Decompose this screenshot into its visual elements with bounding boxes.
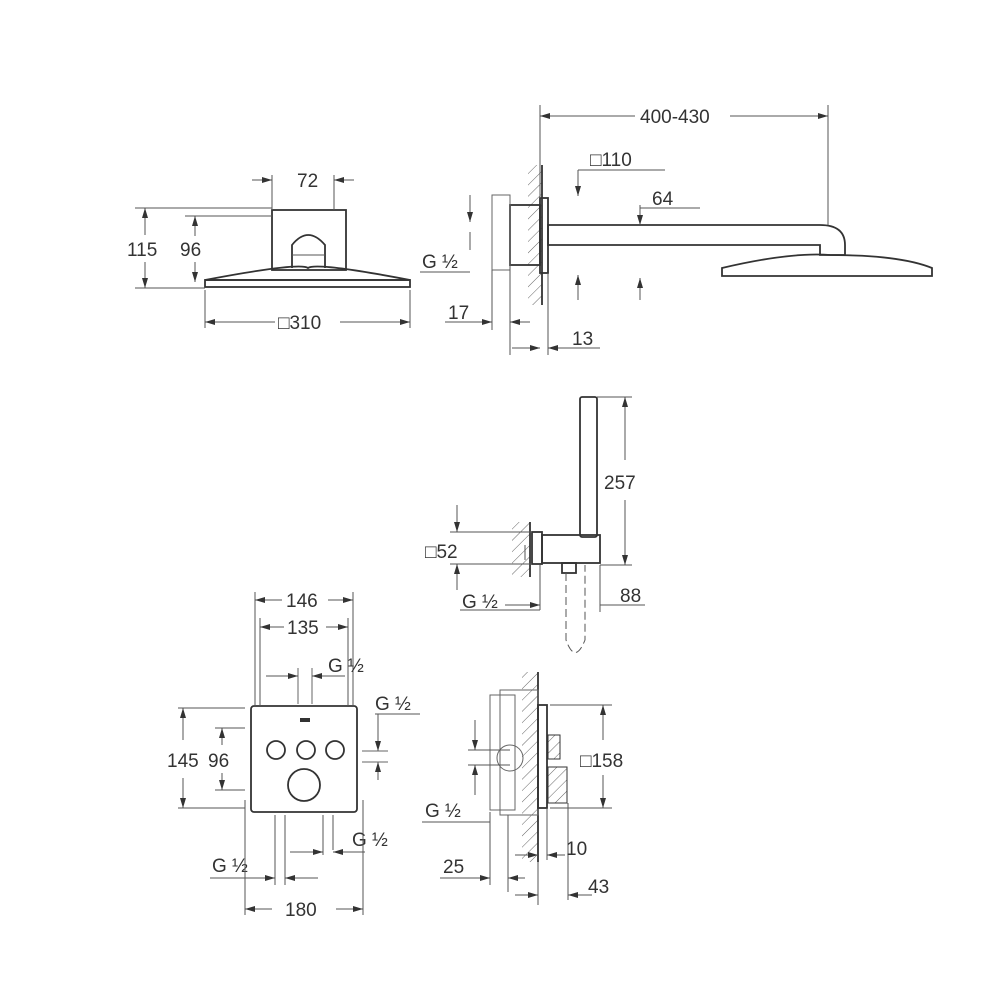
dim-180: 180 — [285, 900, 317, 921]
dim-115: 115 — [127, 240, 157, 261]
mixer-front-view: 146 135 G ½ G ½ 145 96 G ½ G ½ 180 — [167, 591, 420, 921]
dim-thread-mixer-side: G ½ — [425, 801, 461, 822]
dim-145: 145 — [167, 751, 199, 772]
dim-96-mixer: 96 — [208, 751, 229, 772]
mixer-side-view: □158 G ½ 25 10 43 — [422, 672, 623, 905]
dim-17: 17 — [448, 303, 469, 324]
dim-13: 13 — [572, 329, 593, 350]
dim-10: 10 — [566, 839, 587, 860]
dim-43: 43 — [588, 877, 609, 898]
dim-64: 64 — [652, 189, 674, 210]
head-shower-front-view: 72 115 96 □310 — [127, 171, 411, 334]
dim-thread-bottom-left: G ½ — [212, 856, 248, 877]
dim-158: □158 — [580, 751, 623, 772]
dim-400-430: 400-430 — [640, 107, 710, 128]
dim-257: 257 — [604, 473, 636, 494]
head-shower-side-view: 400-430 □110 64 G ½ 17 13 — [420, 105, 933, 355]
hand-shower-view: 257 □52 G ½ 88 — [425, 396, 645, 653]
dim-310: □310 — [278, 313, 321, 334]
dim-110: □110 — [590, 150, 632, 171]
dim-146: 146 — [286, 591, 318, 612]
dim-52: □52 — [425, 542, 458, 563]
dim-135: 135 — [287, 618, 319, 639]
dim-25: 25 — [443, 857, 464, 878]
dim-thread-head: G ½ — [422, 252, 458, 273]
dim-thread-hand: G ½ — [462, 592, 498, 613]
dim-thread-right: G ½ — [375, 694, 411, 715]
dim-thread-top: G ½ — [328, 656, 364, 677]
dim-96: 96 — [180, 240, 201, 261]
dim-thread-bottom-right: G ½ — [352, 830, 388, 851]
dim-88: 88 — [620, 586, 641, 607]
dim-72: 72 — [297, 171, 318, 192]
